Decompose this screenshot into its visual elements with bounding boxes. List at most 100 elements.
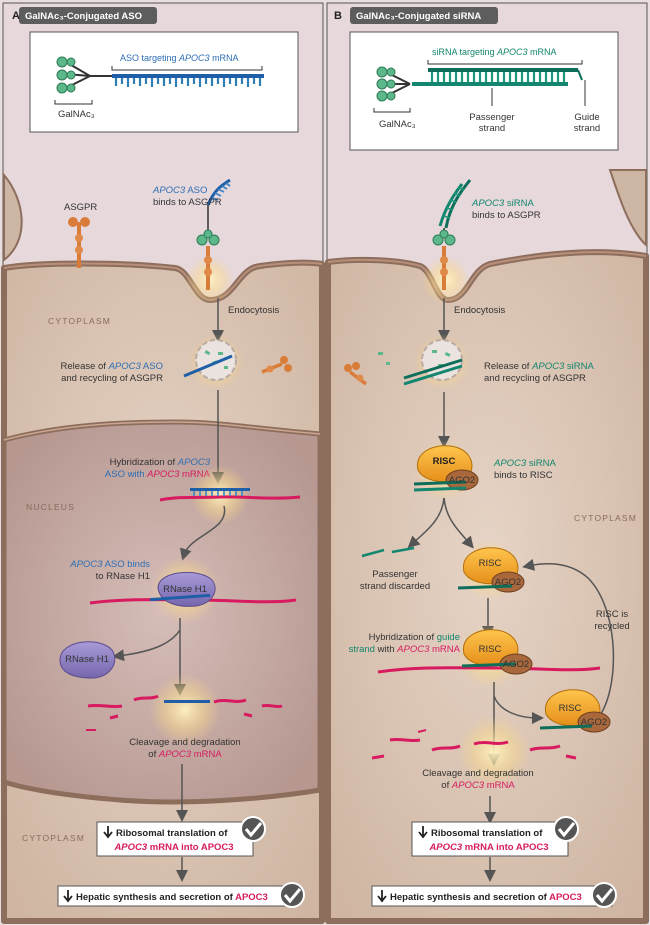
a-cleave-l1: Cleavage and degradation — [129, 737, 240, 748]
b-hyb-gene: APOC3 — [396, 644, 430, 655]
b-risc2-label: RISC — [479, 558, 502, 569]
panel-b-letter: B — [334, 10, 342, 22]
inset-b-bases — [430, 72, 566, 82]
b-passenger-disc-l1: Passenger — [372, 569, 417, 580]
b-hyb-strand: strand — [349, 644, 375, 655]
b-release-l2: and recycling of ASGPR — [484, 373, 586, 384]
a-endosome-icon — [183, 334, 244, 390]
svg-text:ASO targeting APOC3 mRNA: ASO targeting APOC3 mRNA — [120, 53, 239, 63]
a-box1-prot: APOC3 — [201, 842, 234, 853]
b-hyb-post: mRNA — [429, 644, 460, 655]
a-recycled-asgpr-icon — [261, 356, 292, 374]
a-cleave-gene: APOC3 — [158, 749, 192, 760]
inset-a-title-pre: ASO targeting — [120, 53, 179, 63]
passenger-strand-label-l2: strand — [479, 123, 505, 134]
inset-a-title-post: mRNA — [210, 53, 239, 63]
a-box1-mid: mRNA into — [147, 842, 201, 853]
a-release-pre: Release of — [61, 361, 109, 372]
svg-text:APOC3 mRNA into APOC3: APOC3 mRNA into APOC3 — [113, 842, 233, 853]
aso-bound-receptor-icon — [196, 178, 231, 290]
b-recycled-asgpr-icon — [344, 362, 368, 386]
b-ago2-4-label: AGO2 — [581, 717, 607, 728]
inset-a-aso-bases — [114, 78, 262, 87]
b-bind-rest: binds to ASGPR — [472, 210, 541, 221]
b-degraded-mrna-icon — [371, 729, 577, 760]
a-release-gene: APOC3 — [108, 361, 142, 372]
inset-a-title-gene: APOC3 — [178, 53, 210, 63]
b-translation-box: Ribosomal translation of APOC3 mRNA into… — [411, 816, 579, 857]
b-box1-mid: mRNA into — [462, 842, 516, 853]
b-risc-guide-icon — [457, 547, 525, 593]
b-release-post: siRNA — [564, 361, 594, 372]
svg-text:of APOC3 mRNA: of APOC3 mRNA — [441, 780, 515, 791]
a-cytoplasm-top-label: CYTOPLASM — [48, 316, 111, 326]
down-arrow-icon — [377, 890, 387, 903]
a-endocytosis-label: Endocytosis — [228, 305, 279, 316]
down-arrow-icon — [63, 890, 73, 903]
b-passenger-discarded-icon — [361, 546, 415, 558]
inset-b-title-gene: APOC3 — [496, 47, 528, 57]
b-cleave-pre: of — [441, 780, 452, 791]
checkmark-icon — [553, 816, 579, 842]
b-passenger-disc-l2: strand discarded — [360, 581, 430, 592]
inset-b-galnac-icon — [376, 66, 411, 102]
a-cytoplasm-bottom-label: CYTOPLASM — [22, 833, 85, 843]
a-translation-box: Ribosomal translation of APOC3 mRNA into… — [96, 816, 266, 857]
svg-text:Hybridization of APOC3: Hybridization of APOC3 — [110, 457, 211, 468]
b-endocytosis-label: Endocytosis — [454, 305, 505, 316]
b-risc3-label: RISC — [479, 644, 502, 655]
b-risc4-label: RISC — [559, 703, 582, 714]
rnase-h1-bound-label: RNase H1 — [163, 584, 207, 595]
a-release-post: ASO — [141, 361, 163, 372]
a-secretion-box: Hepatic synthesis and secretion of APOC3 — [57, 882, 305, 908]
a-hybridized-mrna-icon — [159, 488, 301, 502]
svg-text:strand with APOC3 mRNA: strand with APOC3 mRNA — [349, 644, 461, 655]
b-bind-gene: APOC3 — [471, 198, 505, 209]
b-release-gene: APOC3 — [531, 361, 565, 372]
panel-a-inset: ASO targeting APOC3 mRNA GalNAc₃ — [29, 31, 299, 133]
panel-b-title: GalNAc₃-Conjugated siRNA — [356, 11, 481, 22]
svg-text:ASO with APOC3 mRNA: ASO with APOC3 mRNA — [105, 469, 211, 480]
inset-a-galnac-label: GalNAc₃ — [58, 109, 95, 120]
svg-text:APOC3 mRNA into APOC3: APOC3 mRNA into APOC3 — [428, 842, 548, 853]
b-box1-prot: APOC3 — [516, 842, 549, 853]
guide-strand-label-l2: strand — [574, 123, 600, 134]
b-hyb-with: with — [375, 644, 397, 655]
asgpr-label: ASGPR — [64, 202, 97, 213]
svg-text:siRNA targeting APOC3 mRNA: siRNA targeting APOC3 mRNA — [432, 47, 557, 57]
passenger-strand-label-l1: Passenger — [469, 112, 514, 123]
inset-a-galnac-icon — [56, 56, 112, 94]
a-rnase-gene: APOC3 — [69, 559, 103, 570]
checkmark-icon — [240, 816, 266, 842]
b-hyb-pre: Hybridization of — [369, 632, 437, 643]
b-recycled-l1: RISC is — [596, 609, 628, 620]
panel-a-header: A GalNAc₃-Conjugated ASO — [12, 7, 157, 24]
b-cleave-gene: APOC3 — [451, 780, 485, 791]
b-box1-l1: Ribosomal translation of — [431, 828, 543, 839]
panel-a-title: GalNAc₃-Conjugated ASO — [25, 11, 142, 22]
a-box1-gene: APOC3 — [113, 842, 147, 853]
b-release-pre: Release of — [484, 361, 532, 372]
nucleus-label: NUCLEUS — [26, 502, 75, 512]
svg-text:Release of APOC3 siRNA: Release of APOC3 siRNA — [484, 361, 595, 372]
a-hyb-pre: Hybridization of — [110, 457, 178, 468]
sirna-bound-receptor-icon — [432, 179, 472, 290]
a-cleave-post: mRNA — [191, 749, 222, 760]
inset-b-galnac-label: GalNAc₃ — [379, 119, 416, 130]
a-cleave-pre: of — [148, 749, 159, 760]
panel-b-header: B GalNAc₃-Conjugated siRNA — [334, 7, 498, 24]
b-secretion-box: Hepatic synthesis and secretion of APOC3 — [371, 882, 617, 908]
b-box2-prot: APOC3 — [549, 892, 582, 903]
panel-a-letter: A — [12, 10, 20, 22]
b-risc-bind-gene: APOC3 — [493, 458, 527, 469]
svg-text:APOC3 siRNA: APOC3 siRNA — [493, 458, 556, 469]
panel-b-inset: siRNA targeting APOC3 mRNA GalNAc₃ Passe… — [349, 31, 619, 151]
b-endosome-icon — [378, 334, 470, 390]
a-box2-prot: APOC3 — [235, 892, 268, 903]
svg-text:APOC3 siRNA: APOC3 siRNA — [471, 198, 534, 209]
a-bind-gene: APOC3 — [152, 185, 186, 196]
svg-text:Hepatic synthesis and secretio: Hepatic synthesis and secretion of APOC3 — [390, 892, 582, 903]
asgpr-receptor-icon — [68, 217, 90, 268]
b-box2-pre: Hepatic synthesis and secretion of — [390, 892, 549, 903]
a-hyb-gene1: APOC3 — [177, 457, 211, 468]
